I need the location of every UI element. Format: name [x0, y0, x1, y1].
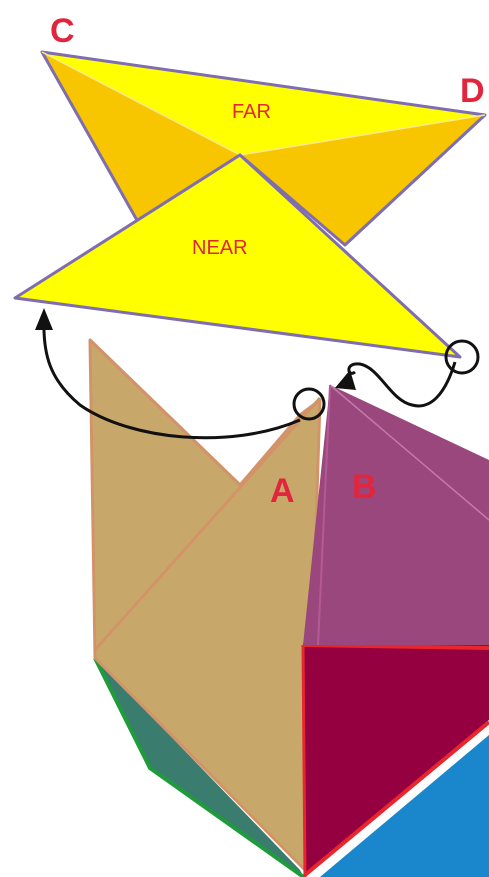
label-far: FAR: [232, 101, 271, 123]
crimson-face: [303, 645, 489, 877]
crimson-red-edge-top: [302, 643, 489, 650]
tan-fold-edge: [88, 338, 242, 487]
label-c: C: [50, 12, 75, 50]
arrows: [35, 308, 480, 440]
label-b: B: [352, 468, 377, 506]
blue-face: [320, 735, 489, 877]
far-inner-edge-left: [41, 51, 241, 156]
far-triangle: [40, 50, 487, 247]
right-arrowhead: [335, 370, 356, 390]
near-face: [13, 153, 462, 359]
crimson-red-edge-diag: [303, 720, 489, 877]
near-vertex-circle: [444, 339, 480, 375]
near-triangle: [13, 153, 462, 359]
label-near: NEAR: [192, 237, 248, 259]
crimson-red-edge-left: [301, 644, 307, 877]
labels: C D FAR NEAR A B: [50, 12, 485, 510]
far-face-left: [42, 52, 240, 222]
purple-left-edge: [317, 384, 331, 646]
label-d: D: [460, 72, 485, 110]
far-inner-edge-right: [239, 114, 486, 156]
solid-a: [88, 338, 322, 877]
tan-diagonal-edge: [93, 397, 322, 651]
left-curved-arrow: [42, 319, 301, 440]
purple-face: [303, 385, 489, 645]
far-outline: [40, 50, 487, 247]
far-face-top: [42, 52, 485, 155]
label-a: A: [270, 472, 295, 510]
green-edge: [93, 657, 307, 877]
far-face-right: [240, 115, 485, 245]
left-arrowhead: [35, 308, 53, 330]
tan-vertex-circle: [292, 387, 326, 421]
solid-b: [301, 384, 489, 877]
right-wavy-arrow: [347, 361, 457, 408]
purple-highlight-edge: [329, 384, 489, 521]
